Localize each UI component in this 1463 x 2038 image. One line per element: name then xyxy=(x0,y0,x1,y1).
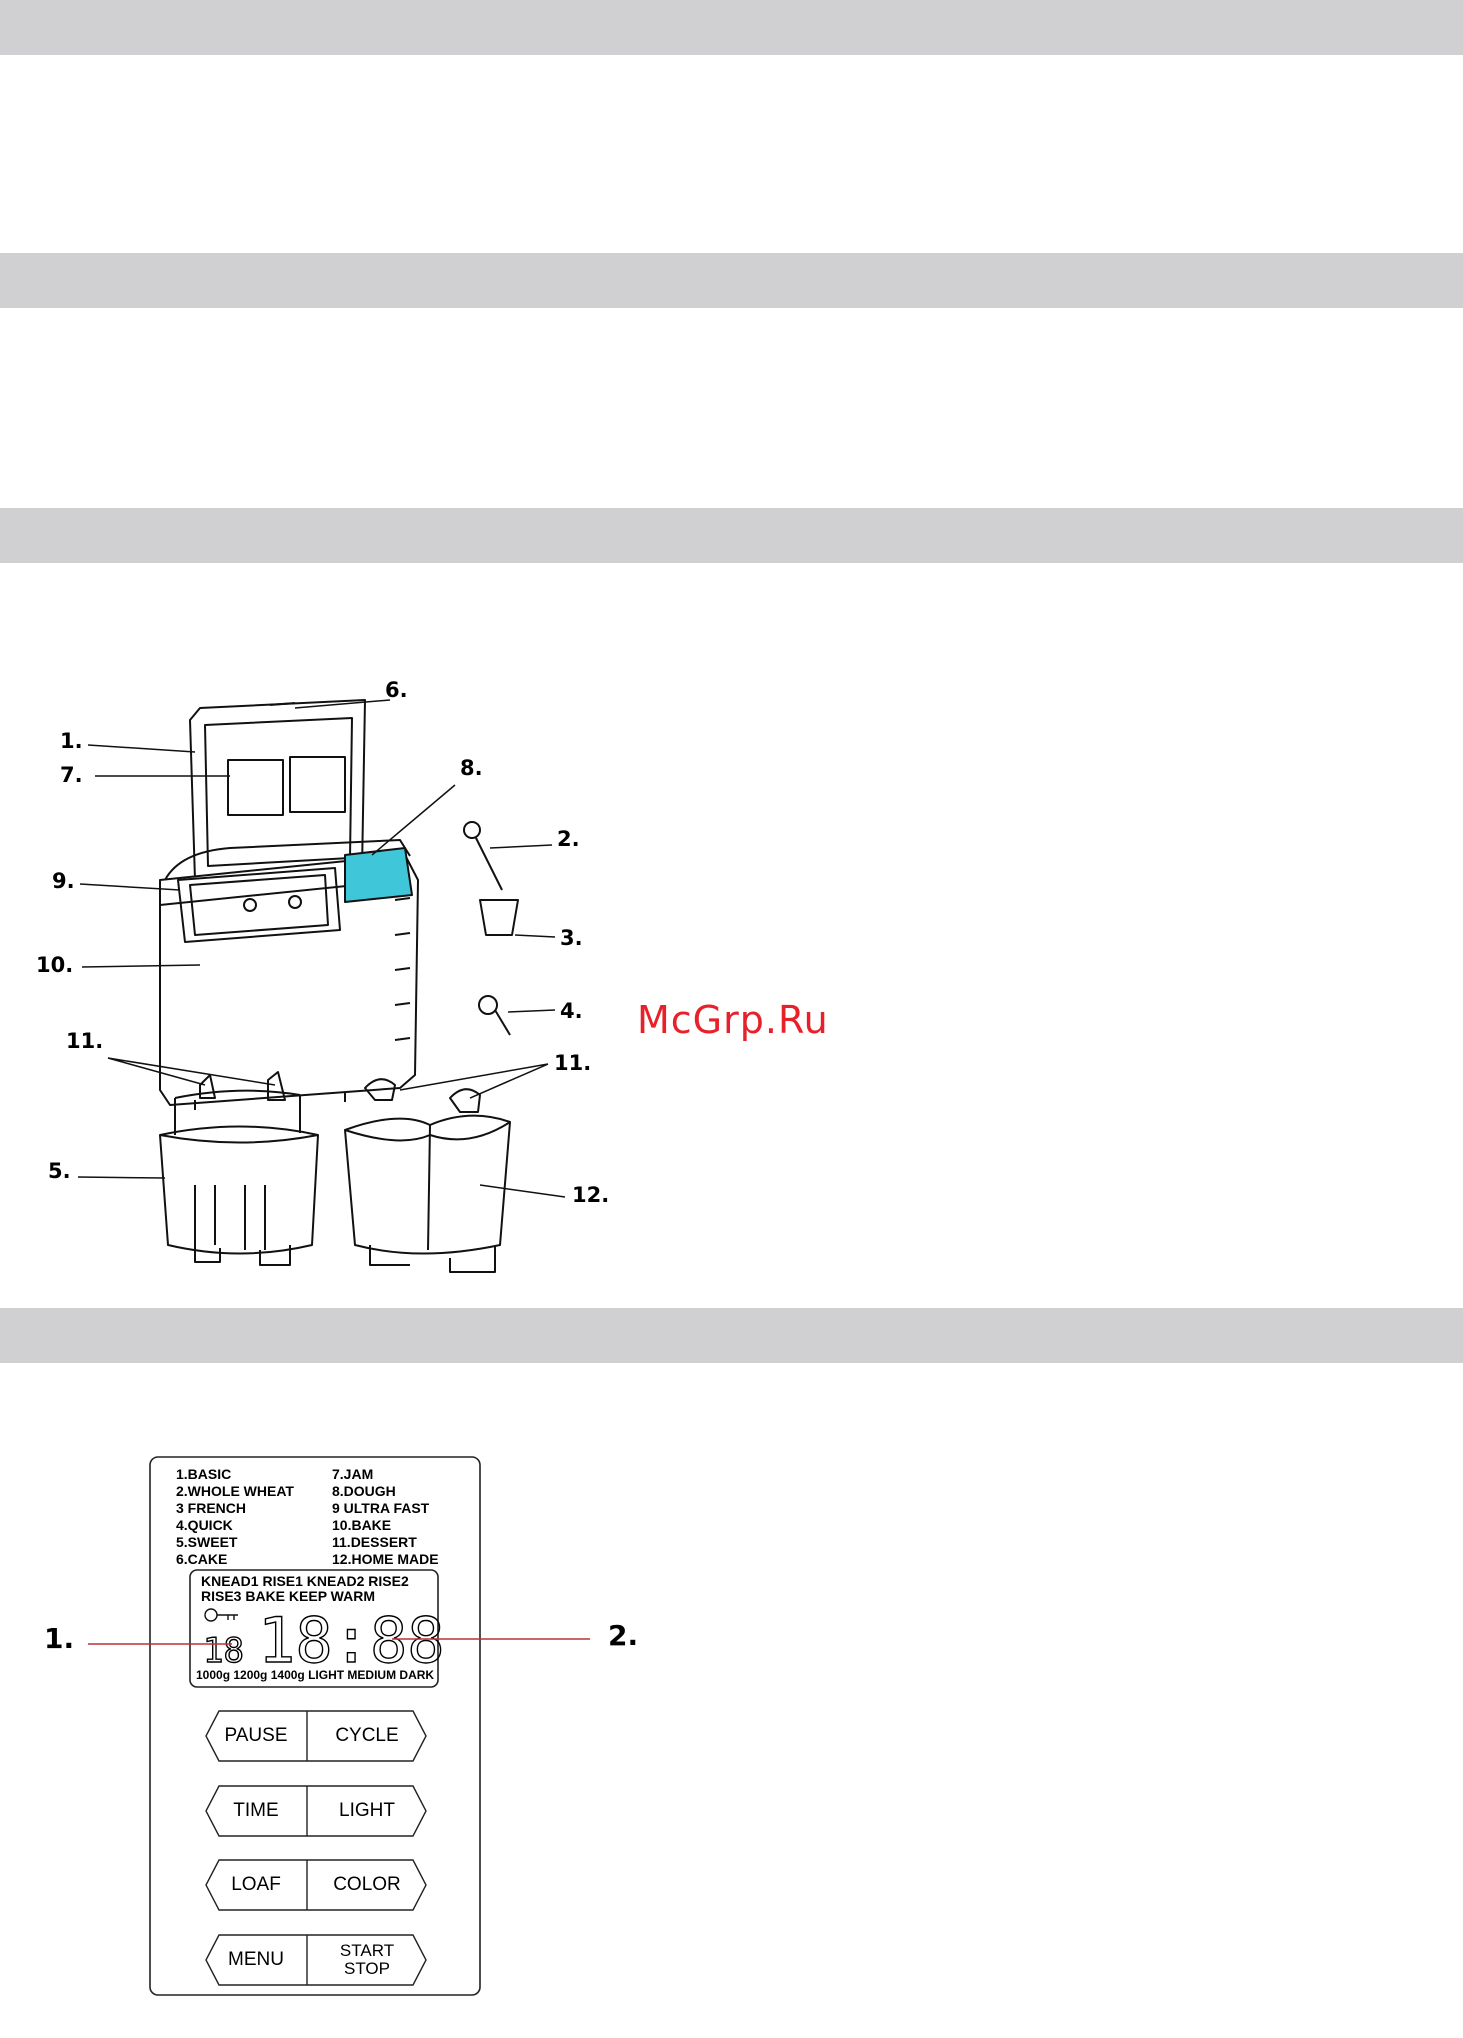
label-11-left: 11. xyxy=(66,1029,103,1053)
loaf-button[interactable]: LOAF xyxy=(231,1874,281,1895)
button-pair-outline xyxy=(205,1710,427,1762)
button-pair-outline xyxy=(205,1859,427,1911)
label-3: 3. xyxy=(560,926,583,950)
button-row-3: LOAF COLOR xyxy=(205,1859,427,1911)
color-button[interactable]: COLOR xyxy=(333,1874,401,1895)
label-11-right: 11. xyxy=(554,1051,591,1075)
button-row-1: PAUSE CYCLE xyxy=(205,1710,427,1762)
label-10: 10. xyxy=(36,953,73,977)
menu-button[interactable]: MENU xyxy=(228,1949,284,1970)
label-12: 12. xyxy=(572,1183,609,1207)
time-button[interactable]: TIME xyxy=(233,1800,279,1821)
label-7: 7. xyxy=(60,763,83,787)
label-2: 2. xyxy=(557,827,580,851)
start-label: START xyxy=(339,1941,395,1960)
section-header-band-3 xyxy=(0,508,1463,563)
stop-label: STOP xyxy=(344,1959,390,1978)
label-9: 9. xyxy=(52,869,75,893)
pause-button[interactable]: PAUSE xyxy=(224,1725,288,1746)
button-pair-outline xyxy=(205,1785,427,1837)
cycle-button[interactable]: CYCLE xyxy=(335,1725,399,1746)
light-button[interactable]: LIGHT xyxy=(339,1800,395,1821)
section-header-band-1 xyxy=(0,0,1463,55)
label-6: 6. xyxy=(385,678,408,702)
watermark: McGrp.Ru xyxy=(637,998,829,1042)
label-1: 1. xyxy=(60,729,83,753)
section-header-band-4 xyxy=(0,1308,1463,1363)
button-row-2: TIME LIGHT xyxy=(205,1785,427,1837)
button-pair-outline xyxy=(205,1934,427,1986)
label-8: 8. xyxy=(460,756,483,780)
label-5: 5. xyxy=(48,1159,71,1183)
start-stop-button[interactable]: START STOP xyxy=(307,1934,427,1986)
section-header-band-2 xyxy=(0,253,1463,308)
label-4: 4. xyxy=(560,999,583,1023)
button-row-4: MENU START STOP xyxy=(205,1934,427,1986)
